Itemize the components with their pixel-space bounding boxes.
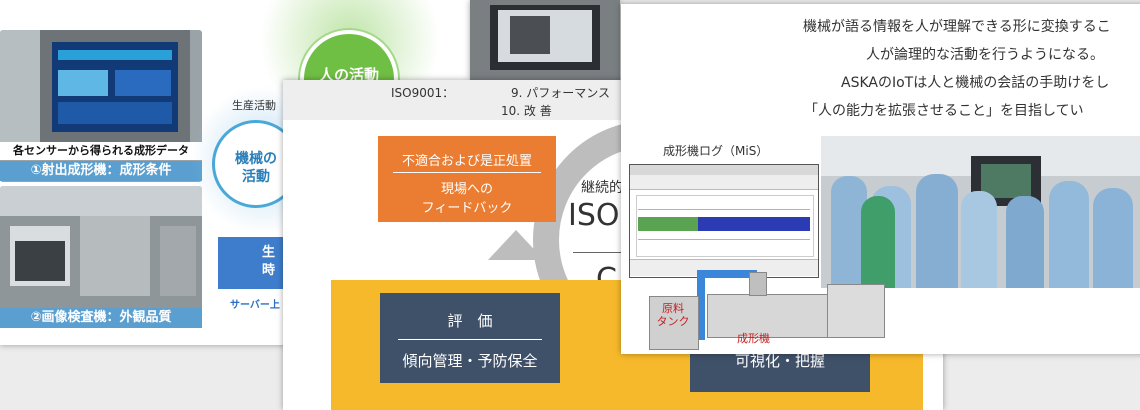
molding-machine-unit <box>827 284 885 338</box>
pipe-line-h <box>697 270 757 278</box>
center-small-label: 継続的 <box>581 180 623 196</box>
cleanroom-photo <box>821 136 1140 288</box>
iso-label: ISO9001： <box>391 86 455 100</box>
evaluation-box <box>380 293 560 383</box>
center-divider <box>573 252 633 253</box>
iso-item-9: 9. パフォーマンス <box>511 86 611 100</box>
slide-iot-vision: 機械が語る情報を人が理解できる形に変換するこ 人が論理的な活動を行うようになる。… <box>621 4 1140 354</box>
photo2-title: ②画像検査機：外観品質 <box>0 308 202 328</box>
center-iso-label: ISO: <box>568 198 630 233</box>
log-window <box>629 164 819 278</box>
blue-process-text: 生 時 <box>262 245 276 278</box>
inspection-machine-photo <box>0 186 202 328</box>
vision-text-line2: 人が論理的な活動を行うようになる。 <box>866 47 1104 63</box>
molding-machine-hopper <box>749 272 767 296</box>
monitor-photo <box>470 0 620 80</box>
evaluation-title: 評 価 <box>447 312 493 330</box>
visualization-body: 可視化・把握 <box>734 352 825 370</box>
molding-machine-body <box>707 294 829 338</box>
material-tank-label: 原料 タンク <box>656 302 690 328</box>
machine-activity-label: 機械の 活動 <box>235 151 277 185</box>
corrective-action-divider <box>393 172 541 173</box>
injection-machine-photo <box>0 30 202 182</box>
material-tank <box>649 296 699 350</box>
blue-process-box <box>218 237 288 289</box>
corrective-action-title: 不適合および是正処置 <box>401 154 532 169</box>
log-series-green <box>638 217 698 231</box>
log-title: 成形機ログ（MiS） <box>663 144 769 158</box>
slide-production-data: 各センサーから得られる成形データ ①射出成形機：成形条件 ②画像検査機：外観品質… <box>0 0 470 345</box>
evaluation-divider <box>398 339 542 340</box>
photo1-title: ①射出成形機：成形条件 <box>0 161 202 181</box>
molding-machine-label: 成形機 <box>737 332 770 345</box>
vision-text-line4: 「人の能力を拡張させること」を目指してい <box>804 103 1084 119</box>
pipe-line <box>697 270 705 340</box>
evaluation-body: 傾向管理・予防保全 <box>402 352 538 370</box>
server-label: サーバー上 <box>230 300 280 311</box>
cycle-arrow-icon <box>488 230 544 260</box>
photo1-caption: 各センサーから得られる成形データ <box>0 142 202 160</box>
iso-item-10: 10. 改 善 <box>501 104 552 118</box>
section-label: 生産活動 <box>232 99 276 112</box>
human-activity-label: 人の活動 <box>318 66 379 84</box>
vision-text-line3: ASKAのIoTは人と機械の会話の手助けをし <box>841 75 1110 91</box>
corrective-action-body: 現場への フィードバック <box>421 182 513 216</box>
vision-text-line1: 機械が語る情報を人が理解できる形に変換するこ <box>803 19 1111 35</box>
corrective-action-box <box>378 136 556 222</box>
log-series-blue <box>698 217 810 231</box>
